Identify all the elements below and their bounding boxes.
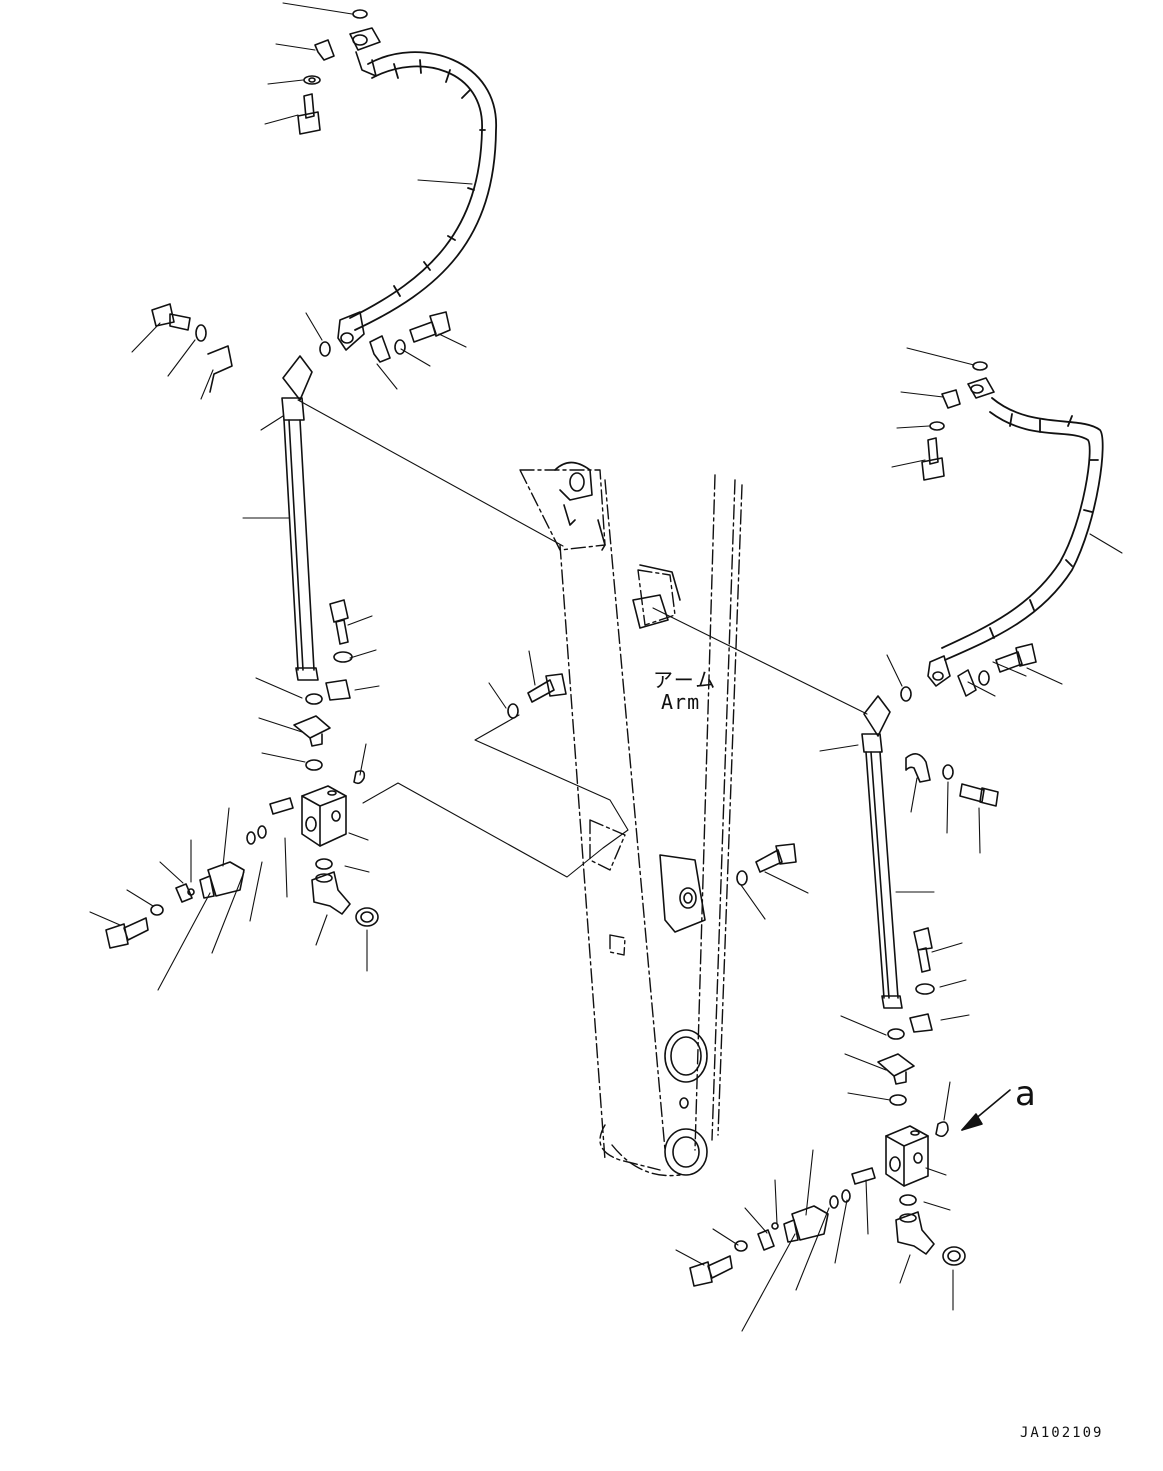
clamp <box>369 335 391 363</box>
view-a-arrow <box>961 1089 1011 1131</box>
arm-phantom-outline <box>519 469 743 1177</box>
clamp <box>314 39 335 61</box>
bracket <box>207 345 233 393</box>
left-upper-parts <box>151 9 451 393</box>
arm-pin-boss-mid <box>664 1029 708 1083</box>
right-hose-top-fitting <box>967 377 995 399</box>
left-hose <box>349 51 497 331</box>
washer <box>150 904 164 916</box>
o-ring <box>353 770 366 785</box>
bolt <box>329 599 349 645</box>
bolt <box>921 437 945 481</box>
elbow <box>895 1211 935 1255</box>
left-hose-bottom-fitting <box>337 311 365 351</box>
washer <box>394 339 406 355</box>
right-hose-bottom-fitting <box>927 655 951 687</box>
washer <box>915 983 935 995</box>
washer <box>929 421 945 431</box>
nut <box>757 1229 775 1251</box>
bolt <box>151 303 191 331</box>
pin <box>851 1167 876 1185</box>
clamp <box>957 669 977 697</box>
bolt <box>995 643 1037 673</box>
o-ring <box>900 686 912 702</box>
washer <box>195 324 207 342</box>
o-ring <box>319 341 331 357</box>
bolt <box>959 783 999 807</box>
left-block-assembly <box>105 770 379 949</box>
clamp <box>909 1013 933 1033</box>
washer <box>736 870 748 886</box>
washer <box>507 703 519 719</box>
washer <box>978 670 990 686</box>
clip <box>905 753 931 783</box>
flange <box>293 715 331 747</box>
right-upper-parts <box>900 361 1037 702</box>
valve <box>791 1205 829 1241</box>
o-ring <box>841 1189 851 1203</box>
washer <box>942 764 954 780</box>
o-ring <box>305 759 323 771</box>
o-ring <box>257 825 267 839</box>
o-ring <box>315 858 333 870</box>
arm-boss-upper <box>659 854 706 933</box>
bolt <box>409 311 451 343</box>
o-ring <box>305 693 323 705</box>
bolt <box>105 917 149 949</box>
o-ring <box>887 1028 905 1040</box>
bolt <box>527 673 567 703</box>
right-block-assembly <box>689 1121 966 1287</box>
arm-label-en: Arm <box>661 690 701 714</box>
pin <box>269 797 294 815</box>
bolt <box>913 927 933 973</box>
valve <box>207 861 245 897</box>
arm-mount-pad <box>632 564 681 629</box>
washer <box>734 1240 748 1252</box>
washer <box>303 75 321 85</box>
right-mid-fasteners <box>736 753 999 886</box>
bolt <box>689 1255 733 1287</box>
o-ring <box>899 1194 917 1206</box>
drawing-number: JA102109 <box>1020 1425 1104 1441</box>
o-ring <box>246 831 256 845</box>
left-tube <box>281 355 319 681</box>
right-tube <box>861 695 903 1009</box>
left-lower-fasteners <box>293 599 353 771</box>
o-ring <box>935 1121 949 1138</box>
o-ring <box>352 9 368 19</box>
view-marker-label: a <box>1015 1074 1036 1114</box>
mid-fasteners <box>507 673 567 719</box>
right-hose <box>941 397 1104 661</box>
arm-bracket-top <box>554 461 606 551</box>
o-ring <box>972 361 988 371</box>
left-hose-top-fitting <box>349 27 381 77</box>
o-ring <box>829 1195 839 1209</box>
callout-leaders <box>89 2 1123 1332</box>
o-ring <box>889 1094 907 1106</box>
clamp <box>941 389 961 409</box>
nut <box>175 883 193 903</box>
plug <box>355 907 379 927</box>
plug <box>942 1246 966 1266</box>
clamp <box>325 679 351 701</box>
flange <box>877 1053 915 1085</box>
bolt <box>755 843 797 873</box>
bolt <box>297 93 321 135</box>
arm-label-jp: アーム <box>653 668 718 692</box>
arm-pin-boss-lower <box>664 1097 708 1176</box>
ball <box>771 1222 779 1230</box>
washer <box>333 651 353 663</box>
ball <box>187 888 195 896</box>
elbow <box>311 871 351 915</box>
right-lower-fasteners <box>877 927 935 1106</box>
